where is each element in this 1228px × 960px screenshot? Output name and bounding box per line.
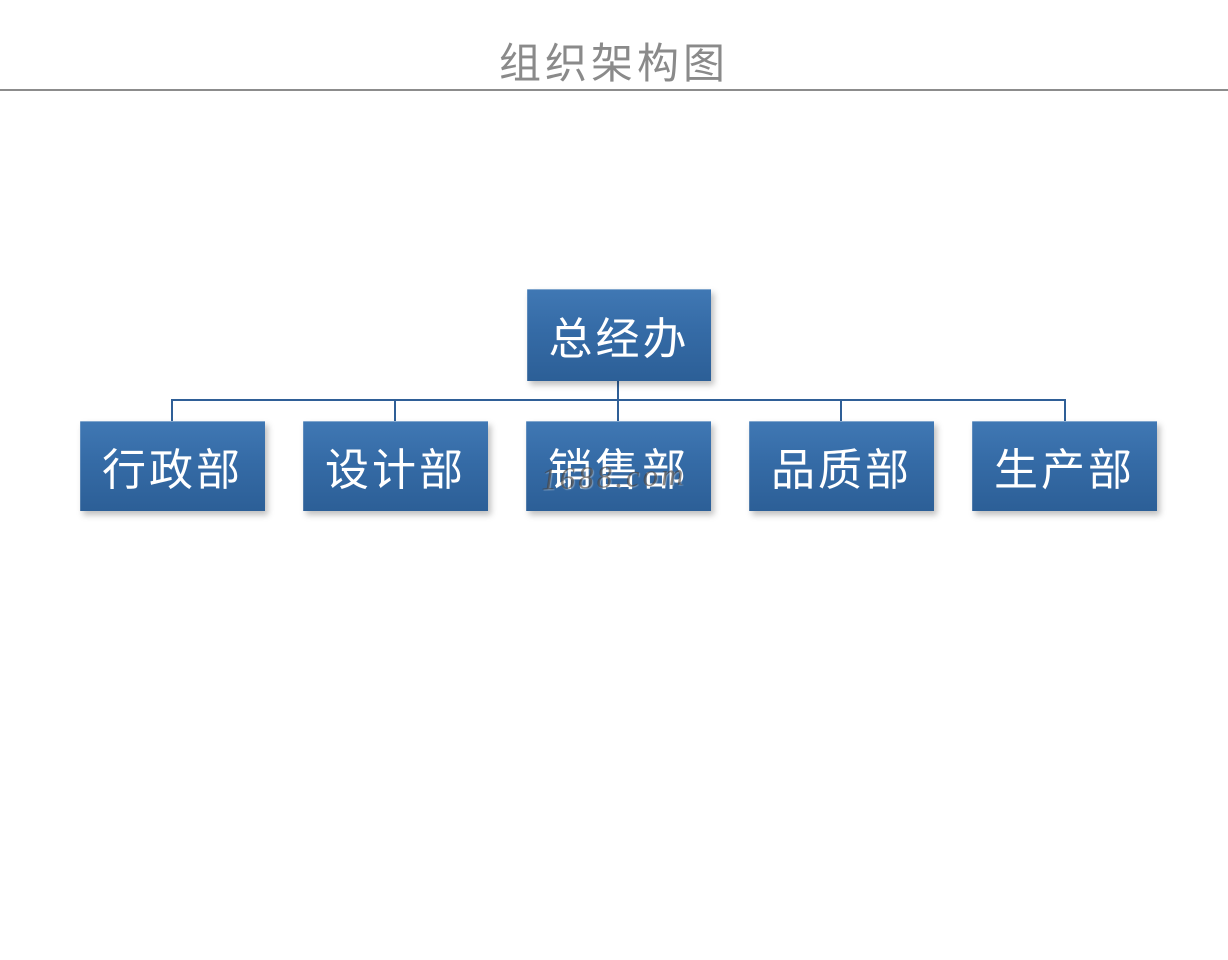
page-title: 组织架构图 [498, 42, 729, 88]
org-node-label: 销售部 [548, 446, 689, 495]
connector-root-stub [617, 381, 619, 400]
org-node-general-manager-office: 总经办 [527, 289, 711, 381]
connector-stub-quality [840, 400, 842, 421]
org-node-admin-dept: 行政部 [80, 421, 265, 511]
org-node-production-dept: 生产部 [972, 421, 1157, 511]
org-node-design-dept: 设计部 [303, 421, 488, 511]
org-node-sales-dept: 销售部 [526, 421, 711, 511]
connector-stub-sales [617, 400, 619, 421]
connector-stub-design [394, 400, 396, 421]
connector-stub-production [1064, 400, 1066, 421]
org-node-label: 设计部 [325, 446, 466, 495]
org-node-label: 品质部 [771, 446, 912, 495]
org-node-label: 总经办 [548, 315, 690, 364]
watermark-text: 1688.com [540, 456, 687, 497]
org-node-label: 行政部 [102, 446, 243, 495]
org-node-quality-dept: 品质部 [749, 421, 934, 511]
title-divider [0, 89, 1228, 91]
connector-stub-admin [171, 400, 173, 421]
org-node-label: 生产部 [994, 446, 1135, 495]
